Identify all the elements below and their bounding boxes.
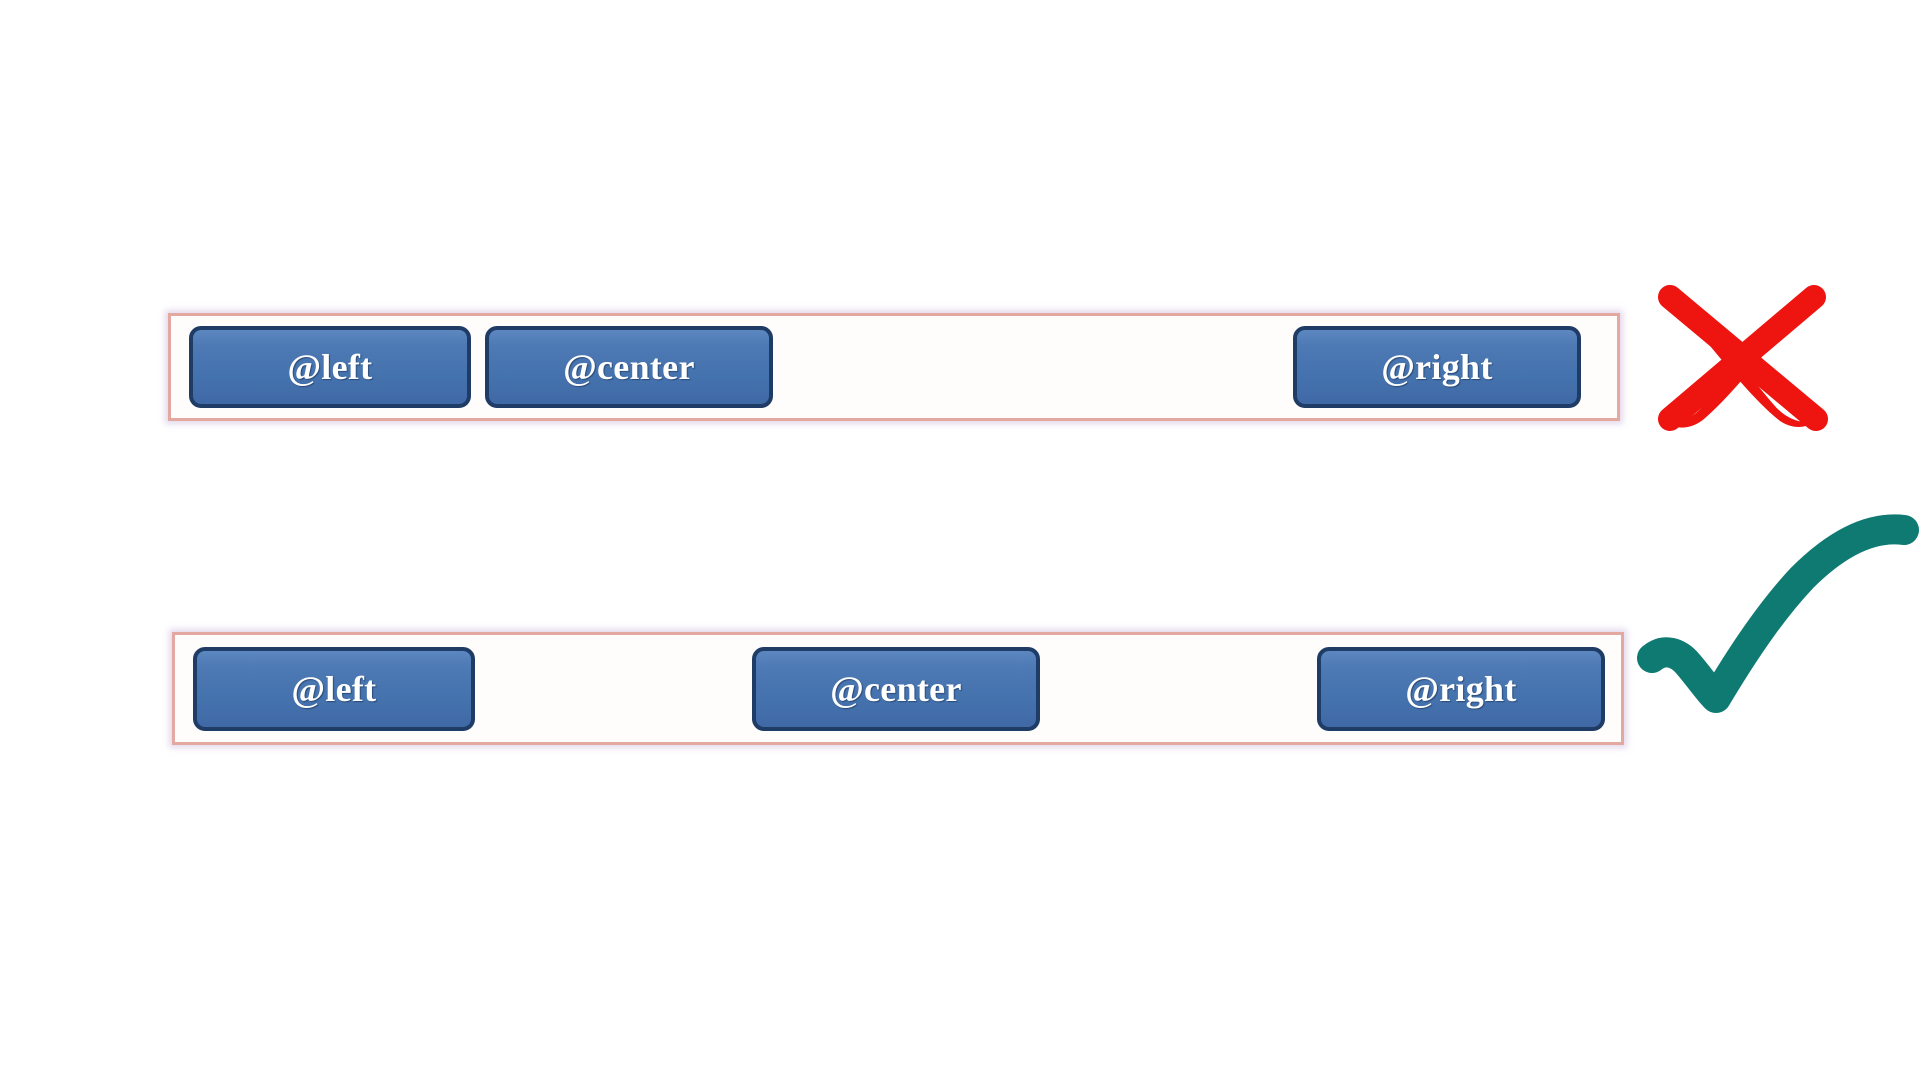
toolbar-correct: @left @center @right: [172, 632, 1624, 745]
toolbar-incorrect: @left @center @right: [168, 313, 1620, 421]
button-left-correct[interactable]: @left: [193, 646, 475, 731]
button-right-correct[interactable]: @right: [1317, 646, 1605, 731]
cross-icon: [1648, 283, 1838, 433]
button-left-incorrect[interactable]: @left: [189, 326, 471, 408]
check-icon: [1637, 514, 1920, 740]
button-center-incorrect[interactable]: @center: [485, 326, 773, 408]
button-center-correct[interactable]: @center: [752, 646, 1040, 731]
button-right-incorrect[interactable]: @right: [1293, 326, 1581, 408]
